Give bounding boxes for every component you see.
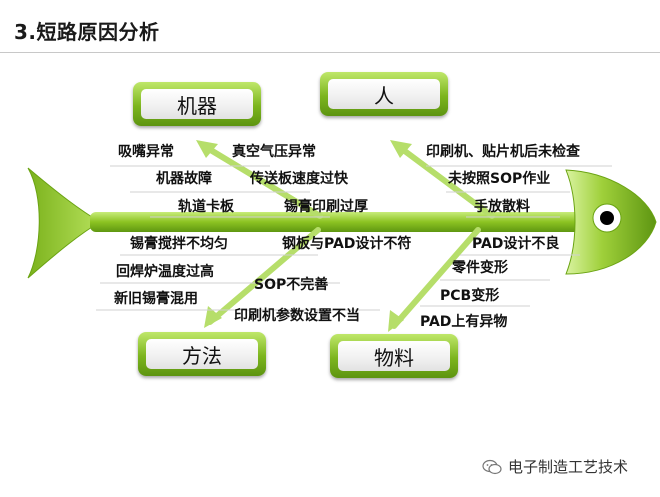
cause-machine: 吸嘴异常 <box>118 144 174 160</box>
bone-method <box>207 227 321 325</box>
cause-method: 新旧锡膏混用 <box>114 291 198 307</box>
cause-method: 钢板与PAD设计不符 <box>282 236 412 252</box>
bone-machine <box>201 143 323 219</box>
cause-material: PCB变形 <box>440 288 500 304</box>
cause-method: 回焊炉温度过高 <box>116 264 214 280</box>
fish-spine <box>90 212 590 232</box>
category-material-box: 物料 <box>330 334 458 378</box>
category-man-box: 人 <box>320 72 448 116</box>
category-machine-box: 机器 <box>133 82 261 126</box>
arrowhead-machine <box>196 140 218 158</box>
category-machine-label: 机器 <box>141 89 253 119</box>
cause-machine: 机器故障 <box>156 171 212 187</box>
cause-material: PAD设计不良 <box>472 236 560 252</box>
cause-man: 未按照SOP作业 <box>448 171 551 187</box>
cause-man: 手放散料 <box>474 199 530 215</box>
cause-material: 零件变形 <box>452 260 508 276</box>
category-material-label: 物料 <box>338 341 450 371</box>
fish-pupil <box>600 211 614 225</box>
watermark: 电子制造工艺技术 <box>482 456 628 477</box>
cause-machine: 锡膏印刷过厚 <box>284 199 368 215</box>
arrowhead-material <box>388 310 404 332</box>
title-divider <box>0 52 660 53</box>
cause-method: SOP不完善 <box>254 277 329 293</box>
cause-machine: 轨道卡板 <box>178 199 234 215</box>
cause-method: 印刷机参数设置不当 <box>234 308 360 324</box>
wechat-icon <box>482 459 502 474</box>
page-title: 3.短路原因分析 <box>14 20 160 44</box>
bone-man <box>395 143 495 219</box>
cause-material: PAD上有异物 <box>420 314 508 330</box>
watermark-text: 电子制造工艺技术 <box>508 458 629 476</box>
cause-man: 印刷机、贴片机后未检查 <box>426 144 580 160</box>
category-method-box: 方法 <box>138 332 266 376</box>
category-method-label: 方法 <box>146 339 258 369</box>
arrowhead-man <box>390 140 412 158</box>
cause-machine: 传送板速度过快 <box>250 171 348 187</box>
arrowhead-method <box>204 306 222 328</box>
fish-tail <box>27 167 101 279</box>
bone-material <box>391 227 481 329</box>
category-man-label: 人 <box>328 79 440 109</box>
cause-machine: 真空气压异常 <box>232 144 316 160</box>
cause-method: 锡膏搅拌不均匀 <box>130 236 228 252</box>
